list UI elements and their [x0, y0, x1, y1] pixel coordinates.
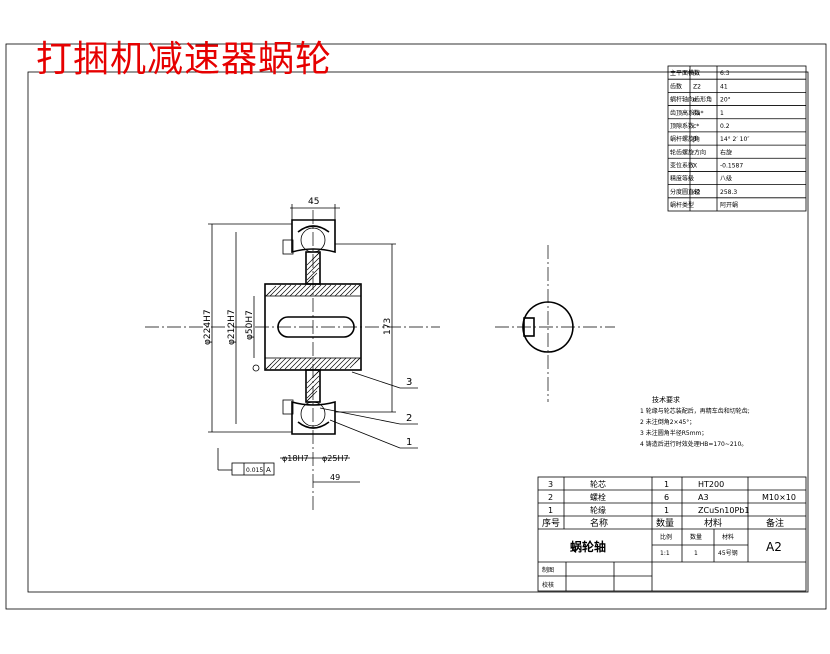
tolerance-datum: A — [266, 466, 271, 474]
tech-note-1: 1 轮缘与轮芯装配后，再精车齿和切轮齿; — [640, 407, 750, 415]
param-value: 八级 — [720, 175, 732, 183]
bom-header-name: 名称 — [590, 517, 608, 529]
drawing-title: 打捆机减速器蜗轮 — [36, 39, 333, 80]
param-label: 齿数 — [670, 82, 682, 90]
tech-note-4: 4 铸造后进行时效处理HB=170~210。 — [640, 440, 747, 448]
dim-height: 173 — [383, 318, 393, 335]
param-value: 阿开蜗 — [720, 201, 738, 209]
sheet-size: A2 — [766, 540, 782, 554]
scale-label: 比例 — [660, 533, 672, 541]
part-name: 蜗轮轴 — [570, 539, 606, 554]
bom-cell-note: M10×10 — [762, 493, 796, 502]
dim-top-width: 45 — [308, 197, 319, 207]
scale-value: 1:1 — [660, 550, 670, 557]
param-symbol: β — [693, 136, 697, 143]
bom-cell-qty: 6 — [664, 493, 669, 502]
param-label: 精度等级 — [670, 175, 694, 183]
param-label: 蜗杆类型 — [670, 201, 694, 209]
bom-cell-qty: 1 — [664, 480, 669, 489]
tech-note-2: 2 未注倒角2×45°； — [640, 418, 695, 426]
param-symbol: d2 — [693, 189, 701, 196]
param-label: 顶隙系数 — [670, 122, 694, 130]
param-symbol: m — [693, 70, 699, 77]
param-label: 蜗杆轴向齿形角 — [670, 96, 712, 104]
param-label: 分度圆直径 — [670, 188, 700, 196]
param-symbol: α — [693, 97, 697, 104]
material-label: 材料 — [722, 533, 734, 541]
bom-cell-name: 轮缘 — [590, 505, 606, 515]
param-symbol: c* — [693, 123, 699, 130]
param-label: 变位系数 — [670, 162, 694, 170]
param-value: -0.1587 — [720, 163, 743, 170]
bom-header-material: 材料 — [704, 517, 722, 529]
bom-cell-qty: 1 — [664, 506, 669, 515]
side-view — [522, 301, 574, 353]
dim-d-outer: φ224H7 — [203, 309, 213, 345]
inner-frame — [27, 71, 809, 593]
param-label: 主平面模数 — [670, 69, 700, 77]
bom-cell-material: ZCuSn10Pb1 — [698, 506, 749, 515]
dimension-texts: φ224H7 φ212H7 φ50H7 173 45 φ18H7 φ25H7 4… — [203, 197, 412, 482]
bom-cell-no: 2 — [548, 493, 553, 502]
leader-1: 1 — [406, 437, 412, 448]
dim-d-small-left: φ18H7 — [282, 454, 309, 463]
param-value: 41 — [720, 83, 728, 90]
tech-note-3: 3 未注圆角半径R5mm； — [640, 429, 707, 437]
qty-value: 1 — [694, 550, 698, 557]
param-value: 20° — [720, 97, 731, 104]
tech-notes-heading: 技术要求 — [652, 395, 680, 404]
bom-header-no: 序号 — [542, 517, 560, 529]
bom-cell-name: 轮芯 — [590, 479, 606, 489]
param-value: 0.2 — [720, 123, 730, 130]
drawn-label: 制图 — [542, 566, 554, 574]
bom-cell-no: 3 — [548, 480, 553, 489]
tolerance-value: 0.015 — [246, 467, 263, 474]
qty-label: 数量 — [690, 533, 702, 541]
param-symbol: ha* — [693, 110, 703, 117]
param-symbol: X — [693, 163, 697, 170]
param-value: 1 — [720, 110, 724, 117]
dim-d-bore: φ50H7 — [245, 310, 255, 340]
param-label: 齿顶高系数 — [670, 109, 700, 117]
technical-requirements: 技术要求 1 轮缘与轮芯装配后，再精车齿和切轮齿; 2 未注倒角2×45°； 3… — [640, 395, 750, 448]
param-value: 右旋 — [720, 148, 732, 156]
param-value: 14° 2′ 10″ — [720, 136, 750, 143]
param-value: 258.3 — [720, 189, 737, 196]
param-value: 6.3 — [720, 70, 730, 77]
bom-cell-no: 1 — [548, 506, 553, 515]
param-label: 轮齿螺旋方向 — [670, 148, 706, 156]
bom-cell-name: 螺栓 — [590, 492, 606, 502]
bom-header-qty: 数量 — [656, 517, 674, 529]
section-view — [264, 219, 362, 435]
material-value: 45号钢 — [718, 549, 738, 557]
dim-width: 49 — [330, 473, 340, 482]
param-symbol: Z2 — [693, 83, 701, 90]
bom-header-note: 备注 — [766, 517, 784, 529]
leader-3: 3 — [406, 377, 412, 388]
bom-cell-material: HT200 — [698, 480, 724, 489]
outer-border — [5, 43, 827, 610]
param-label: 蜗杆螺旋角 — [670, 135, 700, 143]
bom-cell-material: A3 — [698, 493, 709, 502]
dim-d-small-right: φ25H7 — [322, 454, 349, 463]
dimension-lines — [208, 204, 418, 483]
leader-2: 2 — [406, 413, 412, 424]
dim-d-mid: φ212H7 — [227, 309, 237, 345]
check-label: 校核 — [542, 581, 554, 589]
